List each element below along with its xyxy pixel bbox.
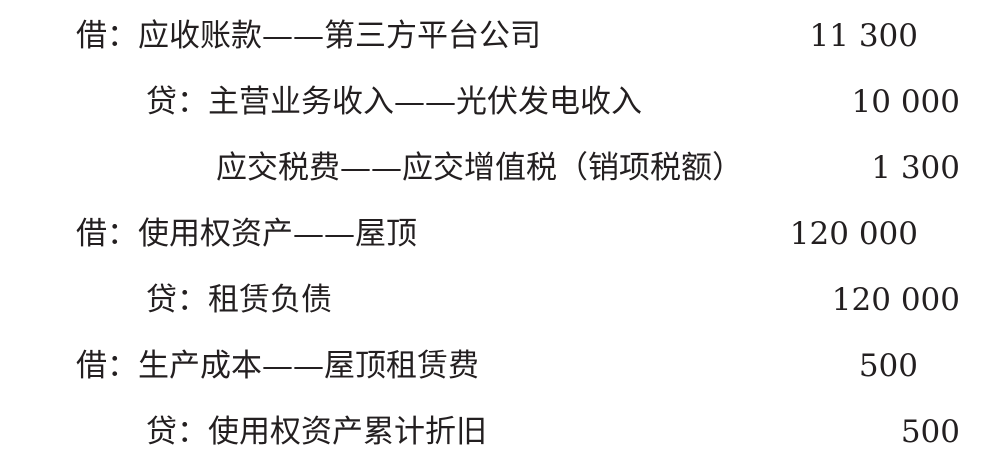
amount-value: 500 bbox=[858, 348, 918, 384]
journal-line-credit: 贷：使用权资产累计折旧 500 bbox=[0, 399, 988, 465]
amount-value: 11 300 bbox=[809, 18, 918, 54]
account-label: 贷：使用权资产累计折旧 bbox=[146, 414, 487, 450]
account-label: 借：使用权资产——屋顶 bbox=[76, 216, 417, 252]
account-label: 借：生产成本——屋顶租赁费 bbox=[76, 348, 479, 384]
account-label: 应交税费——应交增值税（销项税额） bbox=[216, 150, 743, 186]
journal-line-debit: 借：生产成本——屋顶租赁费 500 bbox=[0, 333, 988, 399]
journal-line-credit: 贷：主营业务收入——光伏发电收入 10 000 bbox=[0, 69, 988, 135]
account-label: 贷：租赁负债 bbox=[146, 282, 332, 318]
journal-line-debit: 借：使用权资产——屋顶 120 000 bbox=[0, 201, 988, 267]
account-label: 借：应收账款——第三方平台公司 bbox=[76, 18, 541, 54]
journal-line-debit: 借：应收账款——第三方平台公司 11 300 bbox=[0, 3, 988, 69]
amount-value: 120 000 bbox=[789, 216, 918, 252]
amount-value: 500 bbox=[900, 414, 960, 450]
amount-value: 120 000 bbox=[831, 282, 960, 318]
journal-line-credit: 贷：租赁负债 120 000 bbox=[0, 267, 988, 333]
amount-value: 1 300 bbox=[871, 150, 960, 186]
account-label: 贷：主营业务收入——光伏发电收入 bbox=[146, 84, 642, 120]
journal-line-credit: 应交税费——应交增值税（销项税额） 1 300 bbox=[0, 135, 988, 201]
amount-value: 10 000 bbox=[851, 84, 960, 120]
